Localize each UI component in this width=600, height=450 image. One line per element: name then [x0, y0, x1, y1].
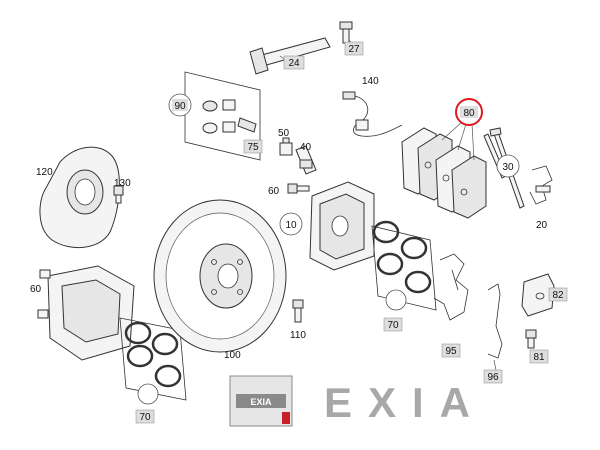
- bolt-60: [287, 183, 310, 194]
- label-140: 140: [362, 76, 379, 87]
- label-130: 130: [114, 178, 131, 189]
- caliper-10: [309, 181, 375, 271]
- label-40: 40: [300, 142, 312, 153]
- callout-81[interactable]: 81: [529, 349, 549, 364]
- svg-text:75: 75: [247, 142, 259, 153]
- svg-text:95: 95: [445, 346, 457, 357]
- bleed-screw-50: [279, 137, 293, 156]
- callout-70-left[interactable]: 70: [135, 383, 159, 424]
- svg-text:80: 80: [463, 108, 475, 119]
- svg-text:40: 40: [300, 142, 312, 153]
- label-120: 120: [36, 167, 53, 178]
- svg-text:130: 130: [114, 178, 131, 189]
- callout-24[interactable]: 24: [283, 55, 305, 70]
- svg-text:96: 96: [487, 372, 499, 383]
- watermark-logo: EXIA: [229, 375, 293, 427]
- callout-82[interactable]: 82: [548, 287, 568, 302]
- svg-text:27: 27: [348, 44, 360, 55]
- label-110: 110: [290, 330, 306, 341]
- spring-clip-20: [529, 165, 553, 205]
- seal-rings-left: [119, 317, 187, 401]
- wear-sensor-140: [342, 91, 403, 137]
- svg-text:140: 140: [362, 76, 379, 87]
- callout-30[interactable]: 30: [496, 154, 520, 178]
- screw-27: [339, 21, 353, 45]
- svg-text:30: 30: [502, 162, 514, 173]
- watermark-brand: EXIA: [324, 379, 486, 426]
- svg-text:81: 81: [533, 352, 545, 363]
- svg-text:100: 100: [224, 350, 241, 361]
- label-60-left: 60: [30, 284, 42, 295]
- callout-10[interactable]: 10: [279, 212, 303, 236]
- callout-27[interactable]: 27: [344, 41, 364, 56]
- brake-disc-100: [153, 199, 287, 353]
- spring-wire-96: [487, 283, 503, 371]
- svg-text:10: 10: [285, 220, 297, 231]
- bleed-valve-40: [295, 145, 317, 175]
- callout-75[interactable]: 75: [243, 139, 263, 154]
- brake-pads-80: [401, 121, 487, 219]
- bolt-81: [525, 329, 537, 349]
- seal-rings-right: [371, 220, 437, 311]
- svg-text:70: 70: [139, 412, 151, 423]
- svg-text:24: 24: [288, 58, 300, 69]
- svg-text:60: 60: [268, 186, 280, 197]
- svg-text:82: 82: [552, 290, 564, 301]
- svg-text:90: 90: [174, 101, 186, 112]
- svg-text:50: 50: [278, 128, 290, 139]
- label-50: 50: [278, 128, 290, 139]
- spring-95: [433, 253, 469, 321]
- callout-90[interactable]: 90: [168, 93, 192, 117]
- label-20: 20: [536, 220, 548, 231]
- callout-96[interactable]: 96: [483, 369, 503, 384]
- svg-text:110: 110: [290, 330, 306, 341]
- caliper-left: [37, 265, 135, 361]
- svg-text:60: 60: [30, 284, 42, 295]
- svg-text:EXIA: EXIA: [250, 397, 272, 407]
- seal-kit-90: [184, 71, 261, 161]
- callout-95[interactable]: 95: [441, 343, 461, 358]
- label-60-top: 60: [268, 186, 280, 197]
- label-100: 100: [224, 350, 241, 361]
- svg-text:70: 70: [387, 320, 399, 331]
- svg-text:20: 20: [536, 220, 548, 231]
- dust-shield-120: [39, 146, 120, 249]
- pad-plate-82: [521, 273, 555, 317]
- svg-text:EXIA: EXIA: [324, 379, 486, 426]
- bolt-130: [113, 185, 124, 204]
- callout-70-right[interactable]: 70: [383, 289, 407, 332]
- screw-110: [292, 299, 304, 323]
- callout-80[interactable]: 80: [455, 98, 483, 126]
- svg-text:120: 120: [36, 167, 53, 178]
